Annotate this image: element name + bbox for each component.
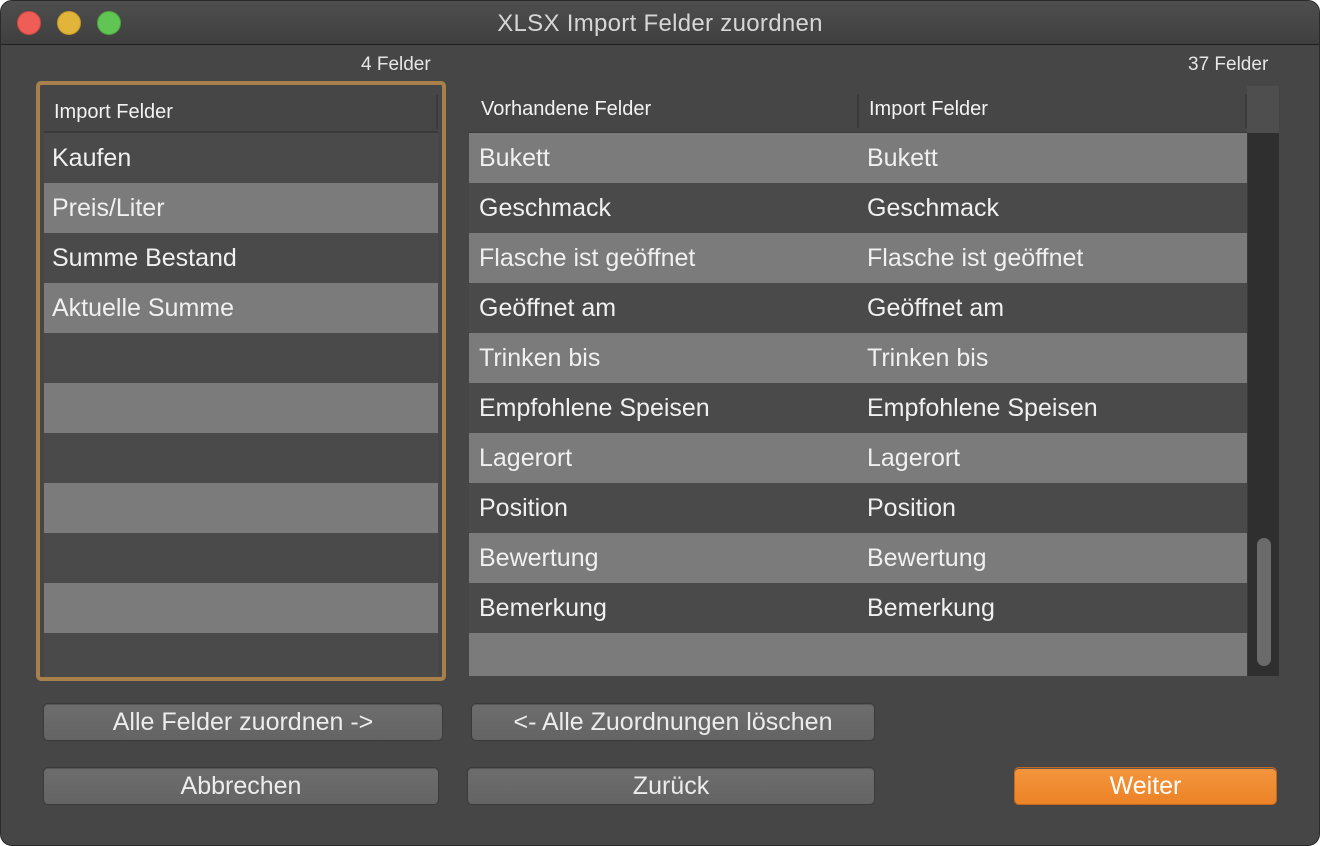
existing-field-cell: Position <box>479 494 568 522</box>
existing-field-cell: Lagerort <box>479 444 573 472</box>
scrollbar-thumb[interactable] <box>1257 538 1271 666</box>
left-field-count: 4 Felder <box>361 54 431 75</box>
window-title: XLSX Import Felder zuordnen <box>497 10 823 37</box>
table-row[interactable]: Empfohlene Speisen Empfohlene Speisen <box>469 383 1247 433</box>
column-separator[interactable] <box>1245 94 1247 128</box>
existing-field-cell: Geschmack <box>479 194 611 222</box>
import-field-cell: Bemerkung <box>867 594 995 622</box>
import-field-cell: Bewertung <box>867 544 987 572</box>
table-row[interactable]: Bukett Bukett <box>469 133 1247 183</box>
import-fields-header-label: Import Felder <box>54 101 173 123</box>
table-row[interactable]: Geschmack Geschmack <box>469 183 1247 233</box>
list-item[interactable]: Kaufen <box>44 133 438 183</box>
list-item[interactable] <box>44 433 438 483</box>
table-row[interactable]: Flasche ist geöffnet Flasche ist geöffnet <box>469 233 1247 283</box>
column-separator <box>436 95 438 129</box>
map-all-fields-button[interactable]: Alle Felder zuordnen -> <box>43 703 443 741</box>
table-row[interactable]: Bemerkung Bemerkung <box>469 583 1247 633</box>
close-icon[interactable] <box>17 11 41 35</box>
column-header-import-fields[interactable]: Import Felder <box>869 98 988 120</box>
cancel-button[interactable]: Abbrechen <box>43 767 439 805</box>
list-item-label: Preis/Liter <box>52 194 165 222</box>
list-item[interactable] <box>44 383 438 433</box>
back-button[interactable]: Zurück <box>467 767 875 805</box>
table-row[interactable]: Trinken bis Trinken bis <box>469 333 1247 383</box>
list-item[interactable] <box>44 333 438 383</box>
table-row[interactable]: Position Position <box>469 483 1247 533</box>
next-button[interactable]: Weiter <box>1014 767 1277 805</box>
import-field-cell: Geöffnet am <box>867 294 1005 322</box>
table-row[interactable]: Bewertung Bewertung <box>469 533 1247 583</box>
existing-field-cell: Bewertung <box>479 544 599 572</box>
minimize-icon[interactable] <box>57 11 81 35</box>
import-field-cell: Bukett <box>867 144 938 172</box>
column-header-existing-fields[interactable]: Vorhandene Felder <box>481 98 652 120</box>
maximize-icon[interactable] <box>97 11 121 35</box>
title-bar: XLSX Import Felder zuordnen <box>1 1 1319 45</box>
import-field-cell: Geschmack <box>867 194 999 222</box>
import-field-cell: Empfohlene Speisen <box>867 394 1098 422</box>
existing-field-cell: Bukett <box>479 144 550 172</box>
table-row[interactable]: Geöffnet am Geöffnet am <box>469 283 1247 333</box>
import-field-cell: Flasche ist geöffnet <box>867 244 1084 272</box>
mapping-table-header: Vorhandene Felder Import Felder <box>469 86 1279 133</box>
list-item[interactable]: Summe Bestand <box>44 233 438 283</box>
clear-all-mappings-button[interactable]: <- Alle Zuordnungen löschen <box>471 703 875 741</box>
existing-field-cell: Bemerkung <box>479 594 607 622</box>
right-field-count: 37 Felder <box>1188 54 1269 75</box>
list-item[interactable] <box>44 583 438 633</box>
header-corner <box>1247 86 1279 133</box>
column-separator[interactable] <box>857 94 859 128</box>
list-item-label: Summe Bestand <box>52 244 237 272</box>
table-row[interactable]: Lagerort Lagerort <box>469 433 1247 483</box>
import-fields-header[interactable]: Import Felder <box>44 91 438 133</box>
list-item[interactable]: Aktuelle Summe <box>44 283 438 333</box>
list-item[interactable]: Preis/Liter <box>44 183 438 233</box>
import-field-cell: Trinken bis <box>867 344 989 372</box>
list-item-label: Aktuelle Summe <box>52 294 235 322</box>
list-item-label: Kaufen <box>52 144 132 172</box>
import-field-cell: Position <box>867 494 956 522</box>
existing-field-cell: Trinken bis <box>479 344 601 372</box>
existing-field-cell: Geöffnet am <box>479 294 617 322</box>
vertical-scrollbar[interactable] <box>1247 133 1279 676</box>
list-item[interactable] <box>44 633 438 677</box>
import-field-cell: Lagerort <box>867 444 961 472</box>
list-item[interactable] <box>44 533 438 583</box>
existing-field-cell: Flasche ist geöffnet <box>479 244 696 272</box>
existing-field-cell: Empfohlene Speisen <box>479 394 710 422</box>
list-item[interactable] <box>44 483 438 533</box>
table-row-empty[interactable] <box>469 633 1247 676</box>
